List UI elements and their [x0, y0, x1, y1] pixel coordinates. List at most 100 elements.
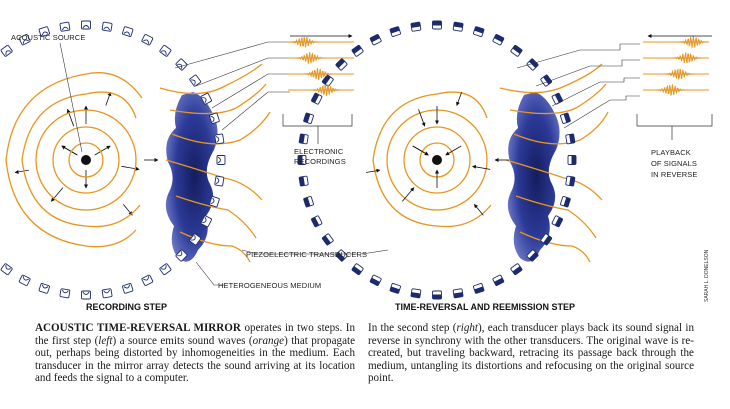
transducer — [298, 175, 309, 187]
signal-trace — [288, 84, 354, 96]
playback-label: PLAYBACK — [651, 148, 691, 157]
transducer — [141, 274, 154, 286]
transducer — [311, 215, 323, 228]
playback-wires — [516, 43, 640, 129]
playback-bracket — [636, 114, 713, 127]
transducer — [209, 112, 220, 124]
left-wavefronts — [5, 72, 143, 248]
signal-trace — [287, 36, 354, 48]
transducer — [38, 283, 50, 294]
transducer — [369, 34, 382, 46]
transducer — [175, 249, 188, 262]
transducer — [0, 263, 13, 276]
caption-title: ACOUSTIC TIME-REVERSAL MIRROR — [35, 322, 241, 334]
right-wavefronts — [372, 91, 492, 228]
ray-arrow — [412, 145, 429, 156]
transducer — [389, 26, 401, 37]
ray-arrow — [50, 187, 64, 202]
piezoelectric-transducers-label: PIEZOELECTRIC TRANSDUCERS — [246, 250, 367, 259]
ray-arrow — [61, 145, 78, 156]
recording-step-title: RECORDING STEP — [86, 302, 167, 312]
transducer — [321, 233, 334, 246]
transducer — [101, 21, 113, 32]
transducer — [122, 26, 134, 37]
signal-trace — [643, 68, 709, 81]
transducer — [189, 74, 202, 87]
transducer — [510, 263, 523, 276]
electronic-recording-signals — [287, 36, 354, 96]
transducer — [432, 20, 442, 30]
transducer — [303, 112, 314, 124]
ray-arrow — [456, 92, 462, 106]
transducer — [18, 34, 31, 46]
ray-arrow — [366, 168, 381, 173]
transducer — [159, 263, 172, 276]
electronic-recording-wires — [174, 41, 290, 131]
ray-arrow — [418, 109, 426, 127]
transducer — [551, 92, 563, 105]
transducer — [510, 44, 523, 57]
transducer — [492, 34, 505, 46]
caption-right: In the second step (right), each transdu… — [368, 322, 694, 385]
transducer — [565, 133, 576, 145]
transducer — [200, 92, 212, 105]
refocus-point-dot — [432, 155, 442, 165]
ray-arrow — [121, 165, 140, 171]
transducer — [410, 21, 422, 32]
transducer — [410, 288, 422, 299]
signal-trace — [643, 35, 709, 48]
acoustic-source-leader — [59, 42, 83, 153]
transducer — [540, 233, 553, 246]
ray-arrow — [473, 204, 484, 216]
heterogeneous-medium-right — [507, 92, 560, 262]
transducer — [189, 233, 202, 246]
acoustic-source-label: ACOUSTIC SOURCE — [11, 33, 85, 42]
transducer — [59, 288, 71, 299]
heterogeneous-medium-label: HETEROGENEOUS MEDIUM — [218, 281, 321, 290]
caption-left-text-1: operates in two steps. In the first step… — [35, 322, 355, 347]
transducer — [335, 58, 348, 71]
recording-panel — [0, 20, 290, 300]
right-transducer-ring — [297, 20, 577, 300]
caption-left-italic-left: left — [98, 334, 113, 347]
caption-left-text-2: ) a source emits sound waves ( — [112, 334, 253, 347]
ray-arrow — [472, 164, 491, 170]
signal-trace — [643, 84, 709, 96]
transducer — [59, 21, 71, 32]
transducer — [209, 196, 220, 208]
transducer — [81, 290, 91, 300]
transducer — [214, 133, 225, 145]
ray-arrow — [122, 204, 133, 216]
ray-arrow — [94, 145, 111, 156]
transducer — [526, 249, 539, 262]
transducer — [369, 274, 382, 286]
reemission-panel — [297, 20, 640, 300]
recordings-label: RECORDINGS — [294, 157, 346, 166]
left-transducer-ring — [0, 20, 226, 300]
signal-trace — [288, 68, 354, 80]
signal-trace — [288, 52, 354, 64]
ray-arrow — [401, 187, 415, 202]
transducer — [351, 263, 364, 276]
in-reverse-label: IN REVERSE — [651, 170, 697, 179]
caption-left-italic-orange: orange — [252, 334, 285, 347]
caption-left-text-3: ) that propagate out, perhaps being dist… — [35, 334, 355, 385]
transducer — [565, 175, 576, 187]
transducer — [141, 34, 154, 46]
caption-right-italic-right: right — [456, 322, 479, 334]
transducer — [297, 155, 307, 165]
transducer — [389, 283, 401, 294]
transducer — [175, 58, 188, 71]
electronic-label: ELECTRONIC — [294, 147, 344, 156]
transducer — [101, 288, 113, 299]
left-ray-arrows — [14, 91, 159, 216]
transducer — [335, 249, 348, 262]
transducer — [321, 74, 334, 87]
transducer — [298, 133, 309, 145]
ray-arrow — [445, 145, 462, 156]
transducer — [452, 288, 464, 299]
ray-arrow — [14, 169, 29, 174]
transducer — [567, 155, 577, 165]
transducer — [560, 196, 571, 208]
